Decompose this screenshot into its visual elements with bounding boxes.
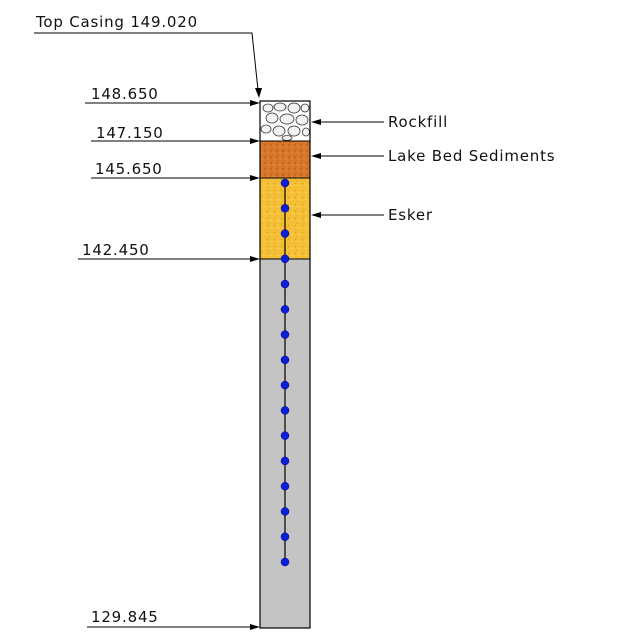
sensor-node [280, 254, 290, 264]
callout-label-lake-bed-sediments: Lake Bed Sediments [388, 147, 555, 165]
elevation-label-esker-top: 145.650 [95, 160, 163, 178]
sensor-node [280, 279, 290, 289]
lake-bed-sediments-layer [260, 141, 310, 178]
sensor-node [280, 229, 290, 238]
elevation-label-bedrock-top: 142.450 [82, 241, 150, 259]
elevation-arrow-esker-top [250, 175, 260, 181]
sensor-node [280, 380, 290, 390]
sensor-node [280, 532, 290, 541]
sensor-node [280, 557, 290, 567]
sensor-string [280, 178, 290, 567]
sensor-node [280, 481, 290, 491]
borehole-outline [259, 100, 311, 629]
sensor-node [280, 178, 290, 188]
sensor-node [280, 431, 290, 440]
sensor-node [280, 355, 290, 365]
sensor-node [280, 507, 290, 516]
elevation-label-rockfill-top: 148.650 [91, 85, 159, 103]
top-casing-label: Top Casing 149.020 [35, 13, 198, 31]
callout-label-rockfill: Rockfill [388, 113, 448, 131]
callout-arrow-lake-bed-sediments [311, 153, 321, 159]
elevation-arrow-bottom [250, 624, 260, 630]
elevation-arrow-lake-bed-top [250, 138, 260, 144]
elevation-arrow-rockfill-top [250, 100, 260, 106]
sensor-node [280, 204, 290, 213]
callout-arrow-esker [311, 212, 321, 218]
elevation-arrow-bedrock-top [250, 256, 260, 262]
callout-label-esker: Esker [388, 206, 433, 224]
elevation-label-lake-bed-top: 147.150 [96, 124, 164, 142]
sensor-node [280, 305, 290, 314]
sensor-node [280, 456, 290, 466]
sensor-node [280, 406, 290, 415]
sensor-node [280, 330, 290, 339]
top-casing-arrowhead [255, 88, 262, 98]
elevation-label-bottom: 129.845 [91, 608, 159, 626]
top-casing-leader [34, 32, 259, 91]
rockfill-stones [260, 102, 310, 141]
callout-arrow-rockfill [311, 119, 321, 125]
